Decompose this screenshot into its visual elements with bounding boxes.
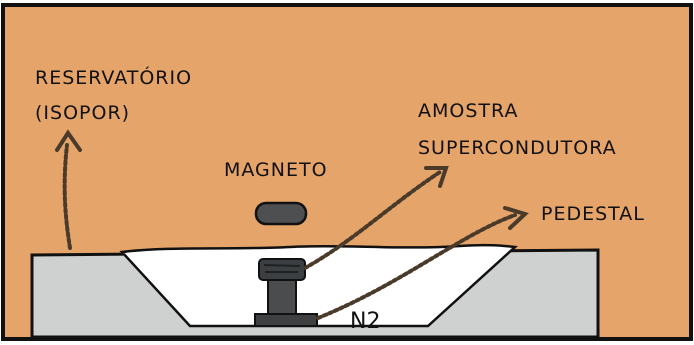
pedestal-base <box>254 313 318 327</box>
label-reservatorio-line1: RESERVATÓRIO <box>35 65 192 89</box>
label-n2: N2 <box>350 309 380 334</box>
label-reservatorio-line2: (ISOPOR) <box>35 102 130 124</box>
superconducting-sample <box>258 258 306 281</box>
label-pedestal: PEDESTAL <box>541 203 645 225</box>
arrow-amostra <box>303 170 442 270</box>
magnet <box>254 201 308 226</box>
label-magneto: MAGNETO <box>224 159 328 181</box>
label-amostra-line1: AMOSTRA <box>418 100 518 122</box>
liquid-nitrogen-cavity <box>119 243 518 328</box>
pedestal <box>267 279 297 319</box>
label-amostra-line2: SUPERCONDUTORA <box>418 137 617 159</box>
arrow-reservatorio <box>62 143 72 250</box>
arrow-pedestal <box>316 213 517 320</box>
